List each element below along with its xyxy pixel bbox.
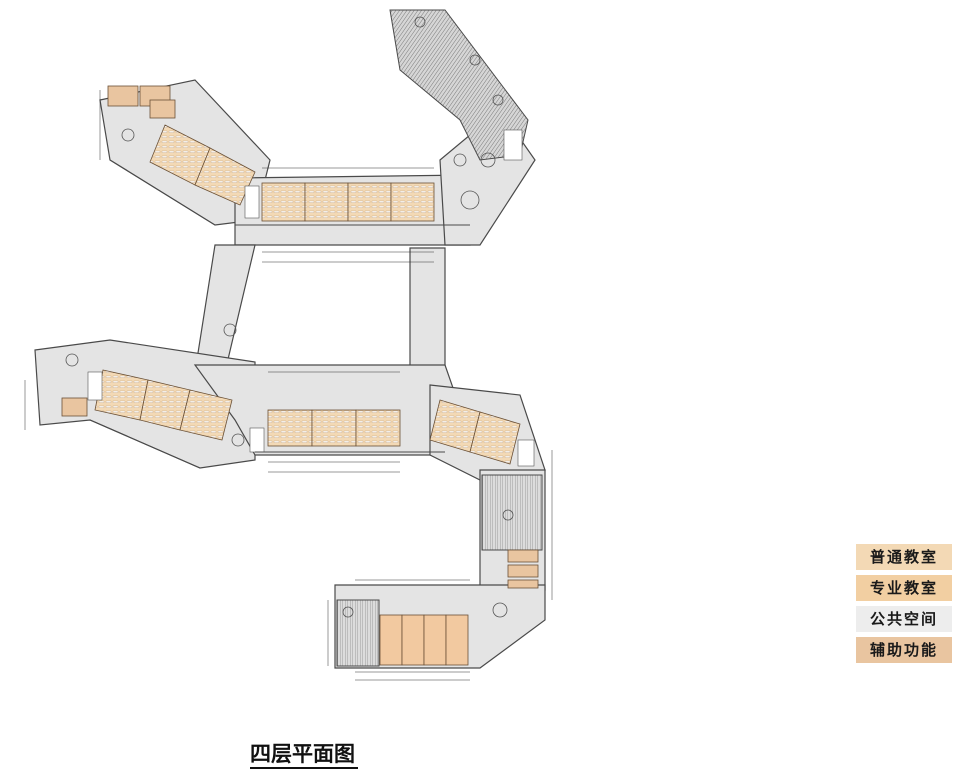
plan-title: 四层平面图 (250, 742, 355, 766)
legend-item-regular-classroom: 普通教室 (856, 544, 952, 570)
support-rooms (61, 85, 539, 589)
wall-outlines (89, 159, 470, 469)
activity-furniture (65, 16, 514, 618)
legend-item-support-function: 辅助功能 (856, 637, 952, 663)
classrooms-upper-left (149, 124, 256, 206)
dimension-lines (24, 90, 553, 681)
title-underline (250, 767, 358, 769)
roof-terrace-bottom (336, 599, 380, 667)
legend: 普通教室 专业教室 公共空间 辅助功能 (856, 544, 952, 668)
classrooms-upper-bar (261, 182, 435, 222)
legend-item-public-space: 公共空间 (856, 606, 952, 632)
legend-item-specialty-classroom: 专业教室 (856, 575, 952, 601)
classrooms-middle-bar (267, 409, 401, 447)
stairs (87, 129, 535, 467)
specialty-classrooms-bottom (379, 614, 469, 666)
classrooms-middle-right (429, 399, 521, 465)
classrooms-middle-left (94, 369, 233, 441)
roof-terrace-top (389, 9, 529, 161)
